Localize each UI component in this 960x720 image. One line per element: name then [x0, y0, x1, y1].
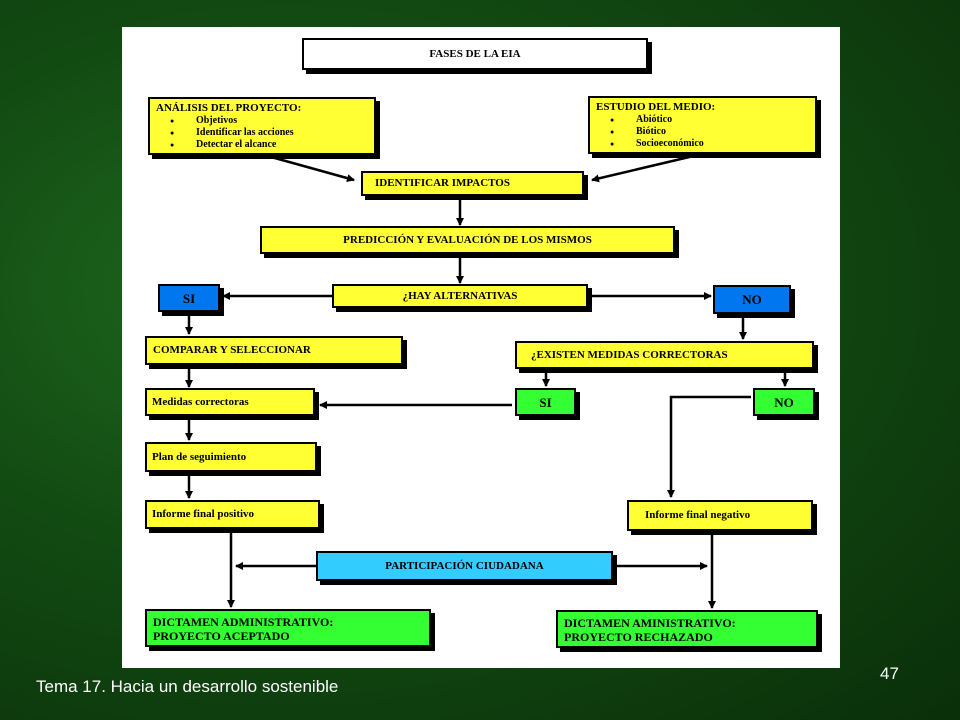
- project-analysis-box: ANÁLISIS DEL PROYECTO: Objetivos Identif…: [148, 97, 376, 155]
- environment-study-box: ESTUDIO DEL MEDIO: Abiótico Biótico Soci…: [588, 96, 817, 154]
- project-analysis-heading: ANÁLISIS DEL PROYECTO:: [156, 102, 302, 114]
- alternatives-no-box: NO: [713, 285, 791, 314]
- monitoring-plan-text: Plan de seguimiento: [152, 450, 247, 463]
- negative-report-text: Informe final negativo: [645, 509, 751, 521]
- corrective-yes-text: SI: [539, 394, 552, 410]
- footer-text: Tema 17. Hacia un desarrollo sostenible: [36, 677, 339, 696]
- environment-study-list: Abiótico Biótico Socioeconómico: [596, 114, 809, 150]
- citizen-participation-box: PARTICIPACIÓN CIUDADANA: [316, 551, 613, 581]
- project-analysis-list: Objetivos Identificar las acciones Detec…: [156, 115, 368, 151]
- arrow-analysis-to-impacts: [263, 153, 355, 182]
- environment-study-item: Abiótico: [610, 114, 809, 126]
- corrective-question-box: ¿EXISTEN MEDIDAS CORRECTORAS: [515, 341, 814, 369]
- alternatives-yes-box: SI: [158, 284, 220, 312]
- corrective-question-text: ¿EXISTEN MEDIDAS CORRECTORAS: [531, 348, 728, 361]
- negative-report-box: Informe final negativo: [627, 500, 813, 531]
- compare-select-box: COMPARAR Y SELECCIONAR: [145, 336, 403, 365]
- alternatives-yes-text: SI: [182, 290, 196, 306]
- environment-study-item: Biótico: [610, 126, 809, 138]
- diagram-title-text: FASES DE LA EIA: [429, 47, 521, 60]
- alternatives-question-box: ¿HAY ALTERNATIVAS: [332, 284, 588, 308]
- monitoring-plan-box: Plan de seguimiento: [145, 442, 317, 472]
- corrective-measures-text: Medidas correctoras: [152, 395, 249, 408]
- corrective-yes-box: SI: [515, 388, 576, 416]
- prediction-box: PREDICCIÓN Y EVALUACIÓN DE LOS MISMOS: [260, 226, 675, 254]
- rejected-verdict-box: DICTAMEN AMINISTRATIVO: PROYECTO RECHAZA…: [556, 610, 818, 648]
- approved-verdict-line2: PROYECTO ACEPTADO: [153, 629, 290, 643]
- corrective-measures-box: Medidas correctoras: [145, 388, 315, 416]
- project-analysis-item: Detectar el alcance: [170, 139, 368, 151]
- approved-verdict-line1: DICTAMEN ADMINISTRATIVO:: [153, 615, 334, 629]
- positive-report-text: Informe final positivo: [152, 508, 255, 520]
- identify-impacts-box: IDENTIFICAR IMPACTOS: [361, 171, 584, 196]
- approved-verdict-box: DICTAMEN ADMINISTRATIVO: PROYECTO ACEPTA…: [145, 609, 431, 647]
- project-analysis-item: Identificar las acciones: [170, 127, 368, 139]
- project-analysis-item: Objetivos: [170, 115, 368, 127]
- compare-select-text: COMPARAR Y SELECCIONAR: [153, 344, 311, 356]
- rejected-verdict-line2: PROYECTO RECHAZADO: [564, 630, 713, 644]
- rejected-verdict-line1: DICTAMEN AMINISTRATIVO:: [564, 616, 736, 630]
- identify-impacts-text: IDENTIFICAR IMPACTOS: [375, 177, 510, 189]
- page-number: 47: [880, 664, 899, 683]
- diagram-title: FASES DE LA EIA: [302, 38, 648, 70]
- environment-study-heading: ESTUDIO DEL MEDIO:: [596, 101, 716, 113]
- environment-study-item: Socioeconómico: [610, 138, 809, 150]
- prediction-text: PREDICCIÓN Y EVALUACIÓN DE LOS MISMOS: [343, 233, 592, 246]
- corrective-no-text: NO: [774, 394, 794, 410]
- alternatives-question-text: ¿HAY ALTERNATIVAS: [402, 289, 518, 302]
- arrow-environment-to-impacts: [591, 152, 703, 183]
- arrow-no2-to-negative-report: [667, 395, 751, 498]
- citizen-participation-text: PARTICIPACIÓN CIUDADANA: [385, 559, 544, 572]
- positive-report-box: Informe final positivo: [145, 500, 320, 529]
- alternatives-no-text: NO: [742, 292, 762, 307]
- corrective-no-box: NO: [753, 388, 815, 416]
